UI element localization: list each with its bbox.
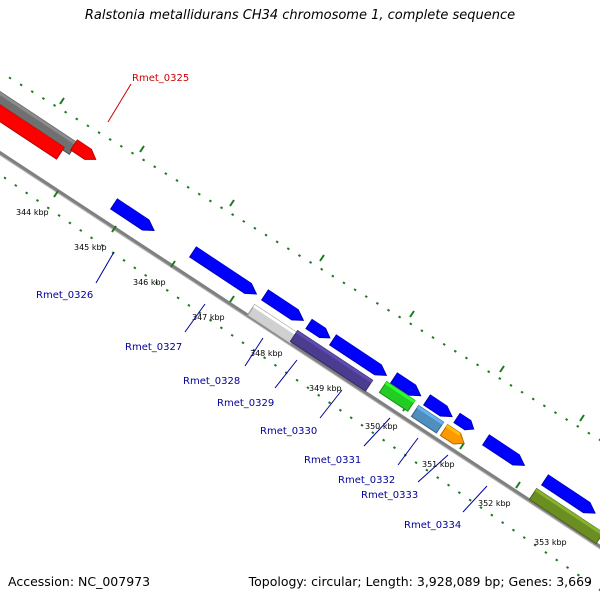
gene-label-rmet_0325[interactable]: Rmet_0325 <box>132 73 189 84</box>
gene-label-rmet_0332[interactable]: Rmet_0332 <box>338 475 395 486</box>
kbp-tick-label: 353 kbp <box>534 538 567 547</box>
gene-leader-line <box>274 359 298 389</box>
gene-arrow-rmet_0325[interactable] <box>69 139 97 160</box>
kbp-tick-mark <box>459 442 465 450</box>
gene-arrow-rmet_0327[interactable] <box>188 246 258 295</box>
gene-leader-line <box>397 437 419 466</box>
genome-summary-text: Topology: circular; Length: 3,928,089 bp… <box>248 574 592 589</box>
gene-arrow-rmet_0330[interactable] <box>305 318 331 339</box>
gene-arrow-rmet_0334[interactable] <box>481 434 526 466</box>
gene-leader-line <box>95 251 115 284</box>
outer-major-ticks <box>59 97 585 422</box>
gene-leader-line <box>184 303 206 333</box>
gene-arrow-rmet_0325[interactable] <box>0 102 65 160</box>
backbone-highlight <box>0 154 600 550</box>
kbp-tick-label: 351 kbp <box>422 460 455 469</box>
kbp-tick-label: 349 kbp <box>309 384 342 393</box>
gene-label-rmet_0326[interactable]: Rmet_0326 <box>36 290 93 301</box>
gene-arrow-rmet_0330[interactable] <box>422 394 453 418</box>
gene-label-rmet_0333[interactable]: Rmet_0333 <box>361 490 418 501</box>
gene-arrow-rmet_0326[interactable] <box>109 198 155 232</box>
gene-arrow-rmet_0334[interactable] <box>528 487 600 545</box>
kbp-tick-label: 345 kbp <box>74 243 107 252</box>
gene-label-rmet_0328[interactable]: Rmet_0328 <box>183 376 240 387</box>
gene-features: Rmet_0325Rmet_0326Rmet_0327Rmet_0328Rmet… <box>0 73 600 545</box>
gene-arrow-rmet_0329[interactable] <box>289 329 374 392</box>
kbp-tick-label: 348 kbp <box>250 349 283 358</box>
kbp-tick-label: 344 kbp <box>16 208 49 217</box>
gene-leader-line <box>462 485 488 513</box>
gene-label-rmet_0330[interactable]: Rmet_0330 <box>260 426 317 437</box>
gene-arrow-rmet_0334[interactable] <box>540 474 596 514</box>
gene-arrow-rmet_0330[interactable] <box>260 289 305 321</box>
gene-arrow-rmet_0333[interactable] <box>439 423 465 445</box>
inner-tick-ring <box>3 176 600 592</box>
gene-arrow-rmet_0330[interactable] <box>453 412 475 431</box>
backbone-line <box>0 150 600 550</box>
kbp-tick-mark <box>515 481 521 489</box>
gene-arrow-rmet_0330[interactable] <box>328 334 388 376</box>
kbp-tick-label: 346 kbp <box>133 278 166 287</box>
gene-label-rmet_0334[interactable]: Rmet_0334 <box>404 520 461 531</box>
kbp-tick-mark <box>229 295 235 303</box>
gene-label-rmet_0327[interactable]: Rmet_0327 <box>125 342 182 353</box>
gene-label-rmet_0329[interactable]: Rmet_0329 <box>217 398 274 409</box>
kbp-tick-label: 350 kbp <box>365 422 398 431</box>
kbp-ticks: 344 kbp 345 kbp 346 kbp 347 kbp 348 kbp 349 k… <box>16 190 577 547</box>
gene-arrow-rmet_0332[interactable] <box>410 404 445 434</box>
gene-leader-line <box>319 389 343 419</box>
kbp-tick-mark <box>53 190 59 198</box>
outer-tick-ring <box>8 76 600 442</box>
kbp-tick-mark <box>111 225 117 233</box>
gene-label-rmet_0331[interactable]: Rmet_0331 <box>304 455 361 466</box>
gene-leader-line <box>244 337 264 367</box>
accession-text: Accession: NC_007973 <box>8 574 151 589</box>
kbp-tick-label: 352 kbp <box>478 499 511 508</box>
map-title: Ralstonia metallidurans CH34 chromosome … <box>84 8 516 23</box>
kbp-tick-label: 347 kbp <box>192 313 225 322</box>
gene-leader-line <box>417 454 449 483</box>
gene-arrow-rmet_0331[interactable] <box>378 380 416 412</box>
gene-leader-line <box>363 417 391 447</box>
gene-leader-line <box>107 83 132 123</box>
gene-arrow-rmet_0330[interactable] <box>389 372 422 397</box>
kbp-tick-mark <box>170 260 176 268</box>
